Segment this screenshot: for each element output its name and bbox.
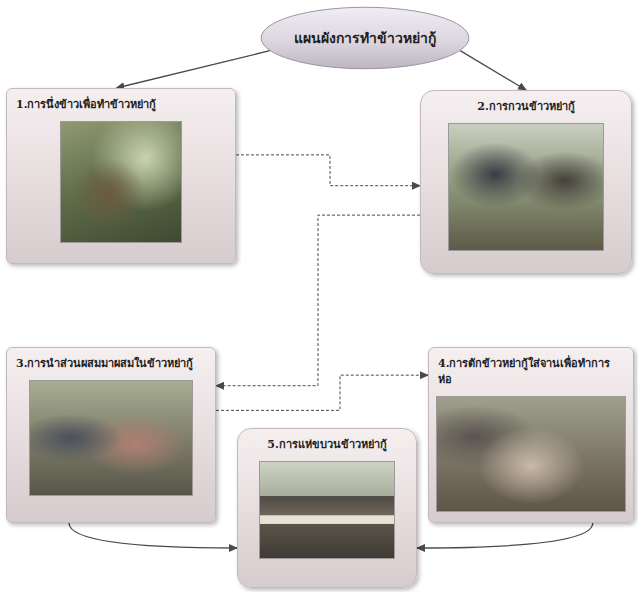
process-box: 4.การตักข้าวหย่ากู้ใส่จานเพื่อทำการห่อ — [428, 347, 634, 523]
step-label: 1.การนึ่งข้าวเพื่อทำข้าวหย่ากู้ — [16, 97, 226, 113]
step-label: 5.การแห่ขบวนข้าวหย่ากู้ — [247, 437, 407, 453]
photo — [436, 396, 626, 512]
flow-arrow — [116, 51, 269, 88]
flow-arrow — [460, 51, 526, 90]
step-label: 4.การตักข้าวหย่ากู้ใส่จานเพื่อทำการห่อ — [438, 356, 624, 388]
flow-arrow — [69, 523, 237, 548]
photo — [60, 121, 182, 243]
step-label: 2.การกวนข้าวหย่ากู้ — [430, 99, 622, 115]
title-text: แผนผังการทำข้าวหย่ากู้ — [294, 28, 436, 48]
process-box: 3.การนำส่วนผสมมาผสมในข้าวหย่ากู้ — [6, 347, 216, 523]
flow-arrow — [417, 523, 593, 548]
photo — [448, 123, 604, 251]
process-box: 2.การกวนข้าวหย่ากู้ — [420, 90, 632, 274]
flow-arrow — [216, 215, 420, 386]
process-box: 1.การนึ่งข้าวเพื่อทำข้าวหย่ากู้ — [6, 88, 236, 264]
flow-arrow — [216, 375, 428, 410]
photo — [259, 461, 395, 559]
flow-arrow — [236, 155, 420, 186]
process-box: 5.การแห่ขบวนข้าวหย่ากู้ — [237, 428, 417, 588]
title-oval: แผนผังการทำข้าวหย่ากู้ — [259, 6, 471, 70]
photo — [29, 380, 193, 496]
step-label: 3.การนำส่วนผสมมาผสมในข้าวหย่ากู้ — [16, 356, 206, 372]
